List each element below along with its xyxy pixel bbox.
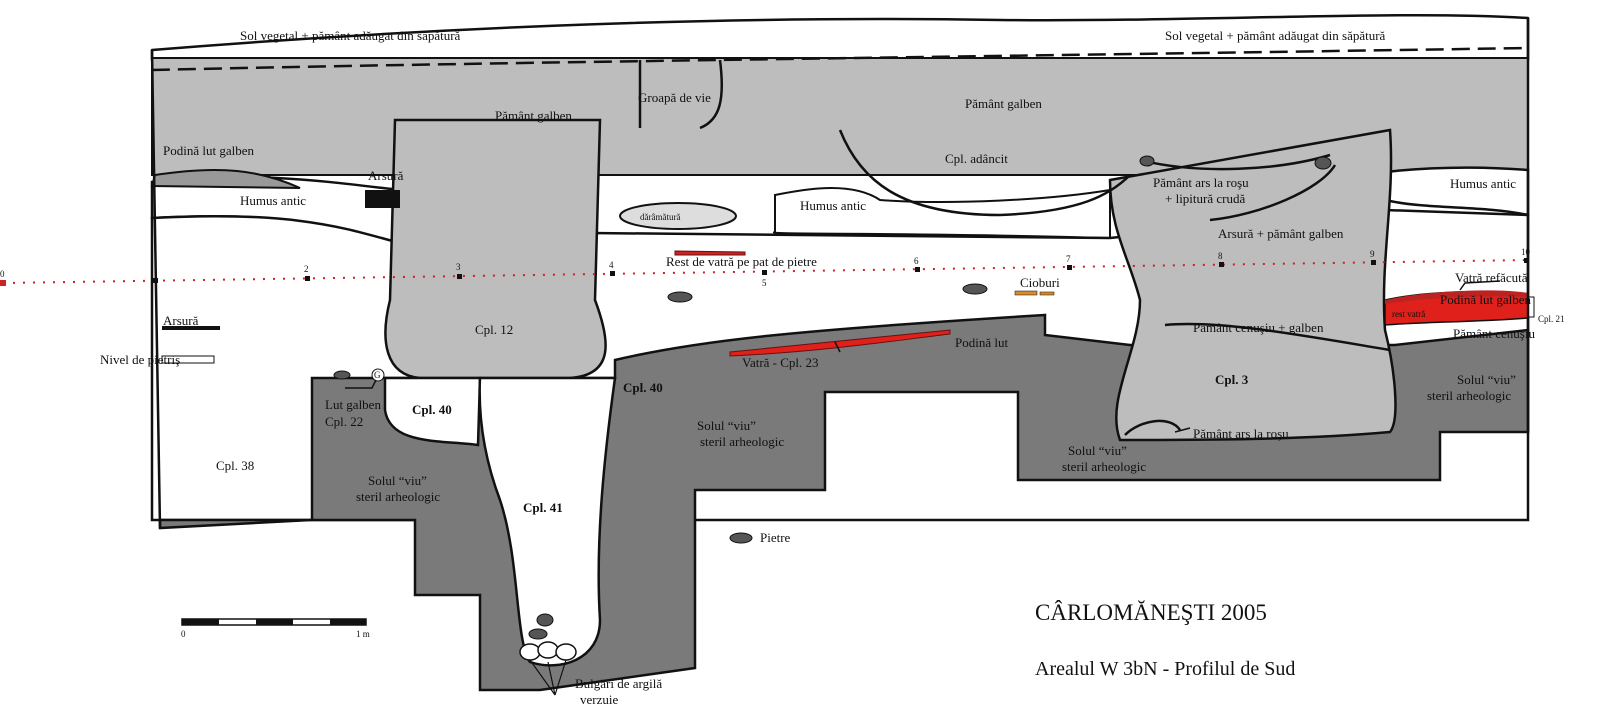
stones xyxy=(333,155,1332,640)
layer-label: Podină lut galben xyxy=(1440,292,1531,307)
feature-cpl-41 xyxy=(478,376,617,667)
pietris-level xyxy=(161,355,215,364)
layer-label: Nivel de pietriş xyxy=(100,352,180,367)
clay-lumps-arrows xyxy=(529,659,567,696)
layer-label: Solul “viu” xyxy=(1457,372,1516,387)
layer-label: Humus antic xyxy=(800,198,866,213)
rebuilt-hearth xyxy=(1385,290,1528,304)
hearth-remains xyxy=(674,250,746,256)
layer-label: Cpl. adâncit xyxy=(945,151,1008,166)
layer-label: Vatră - Cpl. 23 xyxy=(742,355,819,370)
cioburi-sherds xyxy=(1014,290,1055,296)
layer-label: 9 xyxy=(1370,249,1375,259)
layer-label: steril arheologic xyxy=(356,489,440,504)
topsoil-band xyxy=(150,13,1530,62)
layer-label: rest vatră xyxy=(1392,309,1425,319)
layer-label: Pietre xyxy=(760,530,791,545)
marker-g-circle xyxy=(371,368,385,382)
layer-label: Humus antic xyxy=(1450,176,1516,191)
layer-label: 7 xyxy=(1066,254,1071,264)
feature-cpl-12 xyxy=(384,118,607,380)
layer-label: Groapă de vie xyxy=(638,90,711,105)
marker-g: G xyxy=(374,370,381,380)
layer-label: Podină lut xyxy=(955,335,1008,350)
layer-label: Humus antic xyxy=(240,193,306,208)
layer-label: 6 xyxy=(914,256,919,266)
layer-label: 10 xyxy=(1521,247,1531,257)
layer-label: verzuie xyxy=(580,692,618,707)
layer-label: Sol vegetal + pământ adăugat din săpătur… xyxy=(240,28,461,43)
layer-label: Cpl. 40 xyxy=(623,380,663,395)
layer-label: Cioburi xyxy=(1020,275,1060,290)
layer-label: Rest de vatră pe pat de pietre xyxy=(666,254,817,269)
layer-label: Cpl. 41 xyxy=(523,500,563,515)
ash-lens xyxy=(1164,322,1391,352)
layer-label: Podină lut galben xyxy=(163,143,254,158)
layer-label: Cpl. 12 xyxy=(475,322,513,337)
layer-label: Cpl. 22 xyxy=(325,414,363,429)
burnt-earth-lens xyxy=(1124,419,1182,436)
layer-label: 0 xyxy=(0,269,5,279)
layer-label: Pământ galben xyxy=(965,96,1042,111)
arrow-lines xyxy=(345,280,1501,433)
layer-label: 8 xyxy=(1218,251,1223,261)
podina-lut-galben xyxy=(150,168,301,189)
layer-label: Cpl. 3 xyxy=(1215,372,1249,387)
section-frame-left xyxy=(150,49,162,529)
layer-label: Pământ ars la roşu xyxy=(1153,175,1249,190)
groapa-de-vie-outline xyxy=(638,59,724,130)
layer-label: + lipitură crudă xyxy=(1165,191,1245,206)
datum-markers xyxy=(0,258,1529,286)
layer-label: Lut galben xyxy=(325,397,381,412)
layer-label: Bulgări de argilă xyxy=(575,676,662,691)
layer-label: Cpl. 21 xyxy=(1538,314,1565,324)
dashed-boundary xyxy=(151,46,1529,72)
layer-label: Pământ galben xyxy=(495,108,572,123)
layer-label: Cpl. 38 xyxy=(216,458,254,473)
feature-cpl-3 xyxy=(1108,128,1397,442)
scale-start: 0 xyxy=(181,629,186,639)
burnt-lens xyxy=(1139,153,1337,222)
datum-labels: 0 2 3 4 5 6 7 8 9 10 xyxy=(0,247,1531,288)
daramatura-rubble xyxy=(619,202,737,230)
layer-label: Solul “viu” xyxy=(368,473,427,488)
layer-label: Cpl. 40 xyxy=(412,402,452,417)
layer-label: Pământ cenuşiu + galben xyxy=(1193,320,1324,335)
clay-lumps xyxy=(519,641,577,661)
layer-label: Sol vegetal + pământ adăugat din săpătur… xyxy=(1165,28,1386,43)
scale-end: 1 m xyxy=(356,629,370,639)
site-title: CÂRLOMĂNEŞTI 2005 xyxy=(1035,600,1267,625)
layer-label: Arsură xyxy=(368,168,404,183)
layer-label: 3 xyxy=(456,262,461,272)
layer-label: steril arheologic xyxy=(1427,388,1511,403)
hearth-cpl-23 xyxy=(729,329,951,357)
layer-label: Arsură xyxy=(163,313,199,328)
profile-subtitle: Arealul W 3bN - Profilul de Sud xyxy=(1035,658,1295,680)
layer-label: Solul “viu” xyxy=(697,418,756,433)
arsura-block xyxy=(365,190,400,208)
layer-label: 2 xyxy=(304,264,309,274)
layer-label: steril arheologic xyxy=(700,434,784,449)
layer-label: Pământ cenuşiu xyxy=(1453,326,1535,341)
scale-bar: 0 1 m xyxy=(181,618,370,639)
arsura-left-line xyxy=(162,326,220,330)
layer-label: Vatră refăcută xyxy=(1455,270,1528,285)
layer-label: Arsură + pământ galben xyxy=(1218,226,1344,241)
layer-labels: Sol vegetal + pământ adăugat din săpătur… xyxy=(100,28,1565,707)
feature-cpl-40 xyxy=(383,376,482,447)
layer-label: Pământ ars la roşu xyxy=(1193,426,1289,441)
layer-label: 4 xyxy=(609,260,614,270)
layer-label: steril arheologic xyxy=(1062,459,1146,474)
layer-label: 5 xyxy=(762,278,767,288)
layer-label: Solul “viu” xyxy=(1068,443,1127,458)
cpl-adancit-outline xyxy=(838,129,1131,217)
layer-label: dărâmătură xyxy=(640,212,680,222)
datum-line xyxy=(2,259,1529,284)
